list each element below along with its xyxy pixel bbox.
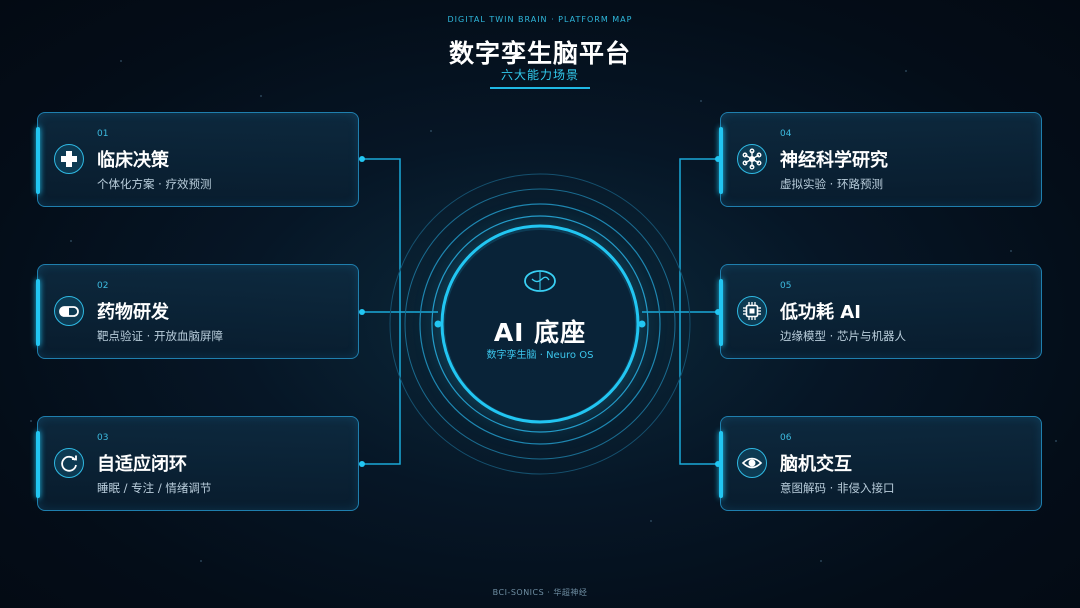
card-number: 06 xyxy=(780,433,792,443)
medical-cross-icon xyxy=(54,144,84,174)
loop-arrow-icon xyxy=(54,448,84,478)
card-description: 意图解码 · 非侵入接口 xyxy=(780,481,895,495)
card-accent-bar xyxy=(36,279,40,346)
eye-icon xyxy=(737,448,767,478)
card-accent-bar xyxy=(719,431,723,498)
node-dot xyxy=(359,309,365,315)
card-description: 虚拟实验 · 环路预测 xyxy=(780,177,883,191)
card-title: 低功耗 AI xyxy=(780,302,861,323)
chip-icon xyxy=(737,296,767,326)
card-title: 临床决策 xyxy=(97,150,169,171)
core-subtitle: 数字孪生脑 · Neuro OS xyxy=(486,350,594,361)
node-dot xyxy=(359,156,365,162)
page-subtitle: 六大能力场景 xyxy=(490,66,590,89)
card-description: 个体化方案 · 疗效预测 xyxy=(97,177,212,191)
card-accent-bar xyxy=(719,127,723,194)
brain-icon xyxy=(524,270,556,292)
card-description: 睡眠 / 专注 / 情绪调节 xyxy=(97,481,212,495)
card-description: 边缘模型 · 芯片与机器人 xyxy=(780,329,906,343)
card-number: 02 xyxy=(97,281,109,291)
card-number: 01 xyxy=(97,129,109,139)
card-title: 脑机交互 xyxy=(780,454,852,475)
page-title: 数字孪生脑平台 xyxy=(448,39,631,68)
node-dot xyxy=(434,320,442,328)
card-low-power-ai[interactable]: 05 低功耗 AI 边缘模型 · 芯片与机器人 xyxy=(719,264,1042,359)
neuron-network-icon xyxy=(737,144,767,174)
card-clinical-decision[interactable]: 01 临床决策 个体化方案 · 疗效预测 xyxy=(36,112,359,207)
node-dot xyxy=(638,320,646,328)
card-neuroscience-research[interactable]: 04 神经科学研究 虚拟实验 · 环路预测 xyxy=(719,112,1042,207)
node-dot xyxy=(359,461,365,467)
card-title: 自适应闭环 xyxy=(97,454,187,475)
card-adaptive-loop[interactable]: 03 自适应闭环 睡眠 / 专注 / 情绪调节 xyxy=(36,416,359,511)
header-eyebrow: DIGITAL TWIN BRAIN · PLATFORM MAP xyxy=(447,15,633,24)
core-rings xyxy=(389,173,691,475)
footer-brand: BCI-SONICS · 华超神经 xyxy=(492,588,588,597)
card-accent-bar xyxy=(719,279,723,346)
card-title: 神经科学研究 xyxy=(780,150,888,171)
card-brain-computer-interface[interactable]: 06 脑机交互 意图解码 · 非侵入接口 xyxy=(719,416,1042,511)
card-description: 靶点验证 · 开放血脑屏障 xyxy=(97,329,223,343)
core-title: AI 底座 xyxy=(493,318,587,347)
card-number: 05 xyxy=(780,281,792,291)
capsule-icon xyxy=(54,296,84,326)
card-accent-bar xyxy=(36,431,40,498)
core-circle xyxy=(440,224,640,424)
card-title: 药物研发 xyxy=(97,302,169,323)
card-number: 04 xyxy=(780,129,792,139)
card-number: 03 xyxy=(97,433,109,443)
card-drug-development[interactable]: 02 药物研发 靶点验证 · 开放血脑屏障 xyxy=(36,264,359,359)
card-accent-bar xyxy=(36,127,40,194)
